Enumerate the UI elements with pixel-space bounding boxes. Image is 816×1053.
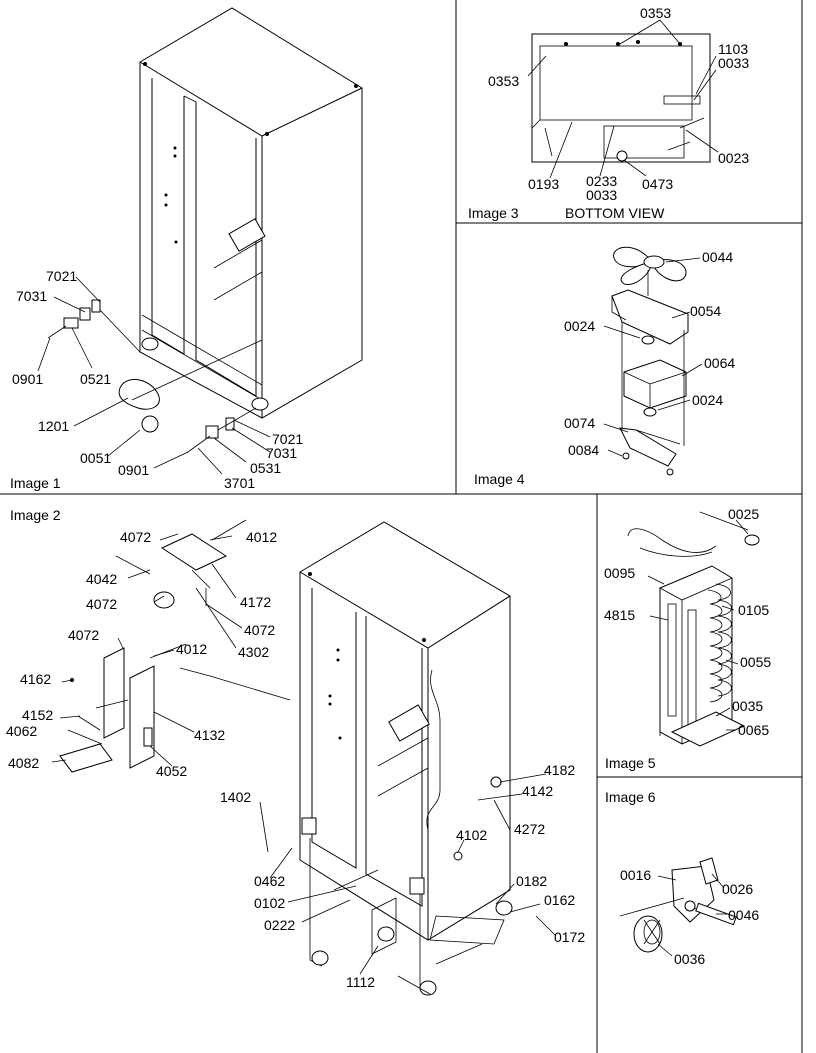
label-0182: 0182: [516, 873, 547, 889]
label-0064: 0064: [704, 355, 735, 371]
label-7021: 7021: [46, 268, 77, 284]
hinge-assembly-right: [187, 407, 257, 453]
label-4102: 4102: [456, 827, 487, 843]
label-0901: 0901: [12, 371, 43, 387]
image3-caption: Image 3: [468, 205, 519, 221]
label-0222: 0222: [264, 917, 295, 933]
label-1201: 1201: [38, 418, 69, 434]
label-0102: 0102: [254, 895, 285, 911]
image2-leaders: [51, 533, 557, 975]
label-7031: 7031: [16, 288, 47, 304]
label-7021-b: 7021: [272, 431, 303, 447]
label-0065: 0065: [738, 722, 769, 738]
image4-leaders: [603, 257, 703, 457]
label-0035: 0035: [732, 698, 763, 714]
label-0531: 0531: [250, 460, 281, 476]
label-0024: 0024: [564, 318, 595, 334]
evaporator-illustration: [627, 511, 760, 747]
label-4042: 4042: [86, 571, 117, 587]
label-1402: 1402: [220, 789, 251, 805]
label-0901-b: 0901: [118, 462, 149, 478]
image5-panel: 0025 0095 4815 0105 0055 0035 0065 Image…: [604, 506, 771, 771]
label-0105: 0105: [738, 602, 769, 618]
label-0046: 0046: [728, 907, 759, 923]
label-0054: 0054: [690, 303, 721, 319]
label-4072-c: 4072: [244, 622, 275, 638]
label-4062: 4062: [6, 723, 37, 739]
label-0036: 0036: [674, 951, 705, 967]
label-0016: 0016: [620, 867, 651, 883]
image3-title: BOTTOM VIEW: [565, 205, 665, 221]
label-4012-b: 4012: [176, 641, 207, 657]
label-4132: 4132: [194, 727, 225, 743]
label-0353-b: 0353: [488, 73, 519, 89]
label-0473: 0473: [642, 176, 673, 192]
label-4302: 4302: [238, 644, 269, 660]
label-0026: 0026: [722, 881, 753, 897]
label-4142: 4142: [522, 783, 553, 799]
label-0172: 0172: [554, 929, 585, 945]
label-4152: 4152: [22, 707, 53, 723]
label-0353: 0353: [640, 5, 671, 21]
label-4172: 4172: [240, 594, 271, 610]
cabinet-illustration: [139, 7, 363, 419]
label-0095: 0095: [604, 565, 635, 581]
label-4182: 4182: [544, 762, 575, 778]
rear-cabinet-illustration: [299, 521, 513, 996]
label-4072: 4072: [120, 529, 151, 545]
label-3701: 3701: [224, 475, 255, 491]
label-4072-d: 4072: [68, 627, 99, 643]
image6-panel: 0016 0026 0046 0036 Image 6: [605, 789, 759, 967]
label-4162: 4162: [20, 671, 51, 687]
image5-caption: Image 5: [605, 755, 656, 771]
label-1103: 1103: [718, 41, 748, 57]
label-0044: 0044: [702, 249, 733, 265]
label-0023: 0023: [718, 150, 749, 166]
image1-leaders: [37, 276, 271, 475]
label-4012: 4012: [246, 529, 277, 545]
label-4072-b: 4072: [86, 596, 117, 612]
fan-assembly-illustration: [611, 246, 689, 476]
label-0024-b: 0024: [692, 392, 723, 408]
label-0521: 0521: [80, 371, 111, 387]
control-assembly-illustration: [59, 519, 291, 773]
label-7031-b: 7031: [266, 445, 297, 461]
image1-caption: Image 1: [10, 475, 61, 491]
label-4815: 4815: [604, 607, 635, 623]
label-0025: 0025: [728, 506, 759, 522]
hinge-assembly-left: [47, 299, 263, 433]
image1-panel: 7021 7031 0901 0521 1201 0051 0901 3701 …: [10, 7, 363, 491]
image3-leaders: [527, 19, 719, 179]
label-4272: 4272: [514, 821, 545, 837]
label-0033: 0033: [718, 55, 749, 71]
image4-caption: Image 4: [474, 471, 525, 487]
label-0162: 0162: [544, 892, 575, 908]
label-1112: 1112: [346, 974, 375, 990]
label-0033-b: 0033: [586, 187, 617, 203]
label-4082: 4082: [8, 755, 39, 771]
label-4052: 4052: [156, 763, 187, 779]
label-0193: 0193: [528, 176, 559, 192]
image2-caption: Image 2: [10, 507, 61, 523]
label-0462: 0462: [254, 873, 285, 889]
image3-panel: 0353 0353 1103 0033 0023 0193 0233 0033 …: [468, 5, 749, 221]
image5-leaders: [647, 519, 749, 731]
label-0074: 0074: [564, 415, 595, 431]
bottom-view-illustration: [531, 33, 711, 163]
roller-illustration: [619, 857, 737, 953]
label-0084: 0084: [568, 442, 599, 458]
image4-panel: 0044 0024 0054 0064 0024 0074 0084 Image…: [474, 246, 735, 487]
label-0051: 0051: [80, 450, 111, 466]
image6-caption: Image 6: [605, 789, 656, 805]
image6-leaders: [657, 873, 728, 957]
image2-panel: 4072 4012 4042 4172 4072 4072 4302 4072 …: [6, 507, 585, 996]
label-0233: 0233: [586, 173, 617, 189]
label-0055: 0055: [740, 654, 771, 670]
